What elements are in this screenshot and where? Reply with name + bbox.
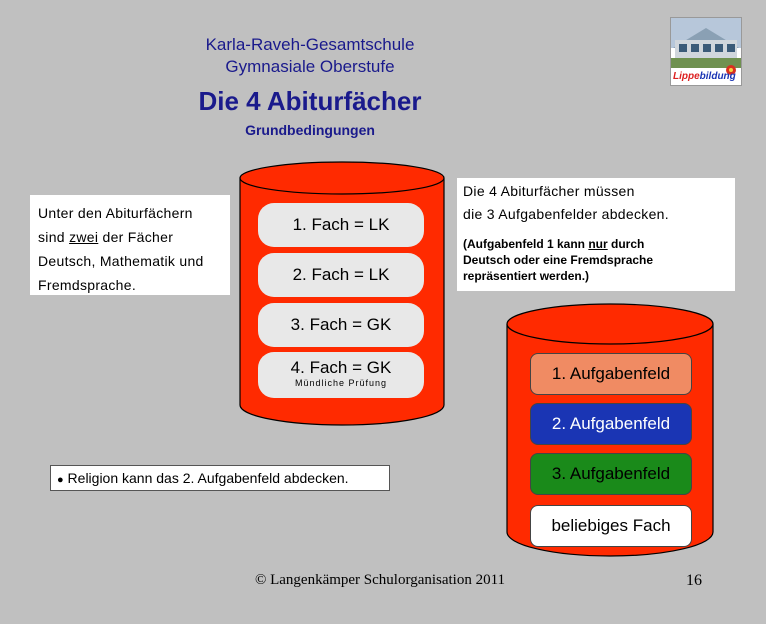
subject-1-label: 1. Fach = LK	[292, 215, 390, 234]
subject-4-label: 4. Fach = GK	[290, 358, 392, 377]
school-name: Karla-Raveh-Gesamtschule Gymnasiale Ober…	[160, 34, 460, 78]
aufgabenfeld-1-box: 1. Aufgabenfeld	[530, 353, 692, 395]
school-line2: Gymnasiale Oberstufe	[225, 57, 395, 76]
right-note-line1: Die 4 Abiturfächer müssen	[463, 183, 635, 199]
subject-2-label: 2. Fach = LK	[292, 265, 390, 284]
right-note: Die 4 Abiturfächer müssen die 3 Aufgaben…	[457, 178, 735, 291]
aufgabenfeld-1-label: 1. Aufgabenfeld	[551, 364, 671, 383]
religion-note-text: Religion kann das 2. Aufgabenfeld abdeck…	[67, 470, 349, 486]
logo-text: Lippebildung	[673, 71, 736, 82]
subject-4-pill: 4. Fach = GK Mündliche Prüfung	[258, 352, 424, 398]
logo-text-blue: bildung	[699, 71, 736, 82]
page-number: 16	[686, 572, 702, 589]
logo-text-red: Lippe	[673, 71, 700, 82]
beliebiges-fach-label: beliebiges Fach	[551, 516, 671, 535]
subject-3-pill: 3. Fach = GK	[258, 303, 424, 347]
page-title: Die 4 Abiturfächer	[198, 86, 422, 116]
subject-2-pill: 2. Fach = LK	[258, 253, 424, 297]
right-note-bold1: (Aufgabenfeld 1 kann nur durch	[463, 237, 645, 251]
right-note-bold: (Aufgabenfeld 1 kann nur durch Deutsch o…	[463, 236, 729, 284]
lippe-bildung-logo: Lippebildung	[670, 17, 742, 86]
left-note: Unter den Abiturfächern sind zwei der Fä…	[30, 195, 230, 295]
religion-note: ● Religion kann das 2. Aufgabenfeld abde…	[50, 465, 390, 491]
oral-exam-note: Mündliche Prüfung	[294, 378, 388, 388]
aufgabenfeld-2-label: 2. Aufgabenfeld	[551, 414, 671, 433]
school-building-image	[671, 18, 741, 75]
subject-1-pill: 1. Fach = LK	[258, 203, 424, 247]
left-note-line2: sind zwei der Fächer	[38, 229, 174, 245]
aufgabenfeld-3-label: 3. Aufgabenfeld	[551, 464, 671, 483]
bullet-icon: ●	[57, 474, 64, 486]
subject-3-label: 3. Fach = GK	[290, 315, 392, 334]
beliebiges-fach-box: beliebiges Fach	[530, 505, 692, 547]
right-note-bold2: Deutsch oder eine Fremdsprache	[463, 253, 654, 267]
aufgabenfeld-3-box: 3. Aufgabenfeld	[530, 453, 692, 495]
left-note-line3: Deutsch, Mathematik und	[38, 253, 204, 269]
school-line1: Karla-Raveh-Gesamtschule	[205, 35, 415, 54]
page-subtitle: Grundbedingungen	[245, 122, 375, 138]
right-note-line2: die 3 Aufgabenfelder abdecken.	[463, 206, 669, 222]
aufgabenfeld-2-box: 2. Aufgabenfeld	[530, 403, 692, 445]
left-note-line1: Unter den Abiturfächern	[38, 205, 193, 221]
right-note-bold3: repräsentiert werden.)	[463, 269, 590, 283]
left-note-line4: Fremdsprache.	[38, 277, 137, 293]
footer-copyright: © Langenkämper Schulorganisation 2011	[254, 572, 506, 588]
